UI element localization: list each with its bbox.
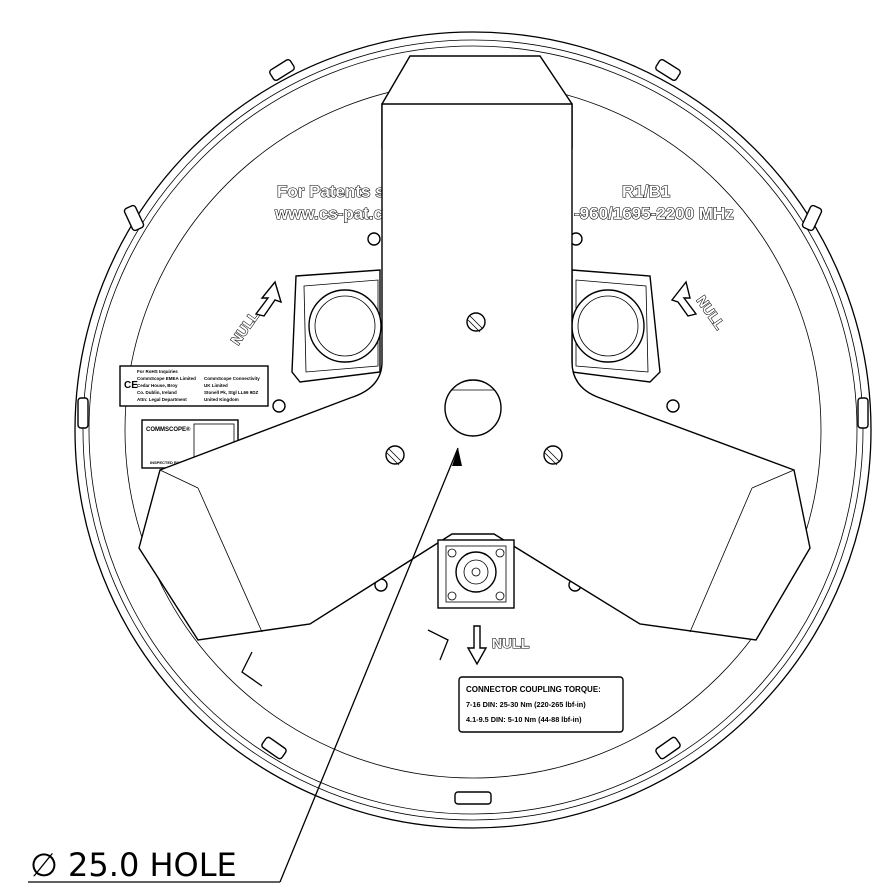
svg-text:NULL: NULL xyxy=(694,293,729,333)
center-hole xyxy=(444,379,502,437)
svg-text:CommScope EMEA Limited: CommScope EMEA Limited xyxy=(137,376,196,381)
svg-text:COMMSCOPE®: COMMSCOPE® xyxy=(146,426,191,433)
connector-left xyxy=(291,269,382,383)
mounting-bracket xyxy=(138,55,811,641)
svg-text:4.1-9.5 DIN: 5-10 Nm (44-88 l: 4.1-9.5 DIN: 5-10 Nm (44-88 lbf-in) xyxy=(466,715,582,724)
svg-text:CommScope Connectivity: CommScope Connectivity xyxy=(204,376,260,381)
svg-text:CE: CE xyxy=(124,380,138,391)
svg-text:NULL: NULL xyxy=(492,635,530,651)
svg-text:Stonell Pk, Stgl LL66 9DZ: Stonell Pk, Stgl LL66 9DZ xyxy=(204,390,259,395)
svg-text:INSPECTED BY:: INSPECTED BY: xyxy=(150,460,181,465)
band-text-line2: -960/1695-2200 MHz xyxy=(574,204,734,223)
svg-text:For RoHS Inquiries: For RoHS Inquiries xyxy=(137,369,178,374)
svg-text:Cedar House, Broy: Cedar House, Broy xyxy=(137,383,178,388)
patents-text-line2: www.cs-pat.co xyxy=(274,204,393,223)
bracket-screws xyxy=(385,312,563,466)
rohs-address-label: CE For RoHS Inquiries CommScope EMEA Lim… xyxy=(119,365,269,407)
band-text-line1: R1/B1 xyxy=(622,182,670,201)
alignment-mark xyxy=(241,651,263,687)
svg-text:Co. Dublin, Ireland: Co. Dublin, Ireland xyxy=(137,390,177,395)
svg-text:United Kingdom: United Kingdom xyxy=(204,397,239,402)
null-arrow-left: NULL xyxy=(227,280,283,348)
torque-label: CONNECTOR COUPLING TORQUE: 7-16 DIN: 25-… xyxy=(458,676,624,733)
svg-text:UK Limited: UK Limited xyxy=(204,383,228,388)
radome-outline xyxy=(74,31,872,829)
connector-bottom xyxy=(437,539,515,609)
patents-text-line1: For Patents se xyxy=(277,182,394,201)
hole-dimension-text: ∅ 25.0 HOLE xyxy=(30,846,237,884)
hole-dimension-callout: ∅ 25.0 HOLE xyxy=(28,447,462,884)
svg-text:CONNECTOR COUPLING TORQUE:: CONNECTOR COUPLING TORQUE: xyxy=(466,685,601,694)
null-arrow-right: NULL xyxy=(670,280,729,333)
connector-right xyxy=(571,269,661,383)
radome-clip-tabs xyxy=(77,58,869,805)
null-arrow-bottom: NULL xyxy=(427,625,530,666)
svg-text:7-16 DIN: 25-30 Nm (220-265 l: 7-16 DIN: 25-30 Nm (220-265 lbf-in) xyxy=(466,700,586,709)
svg-text:Attn: Legal Department: Attn: Legal Department xyxy=(137,397,187,402)
